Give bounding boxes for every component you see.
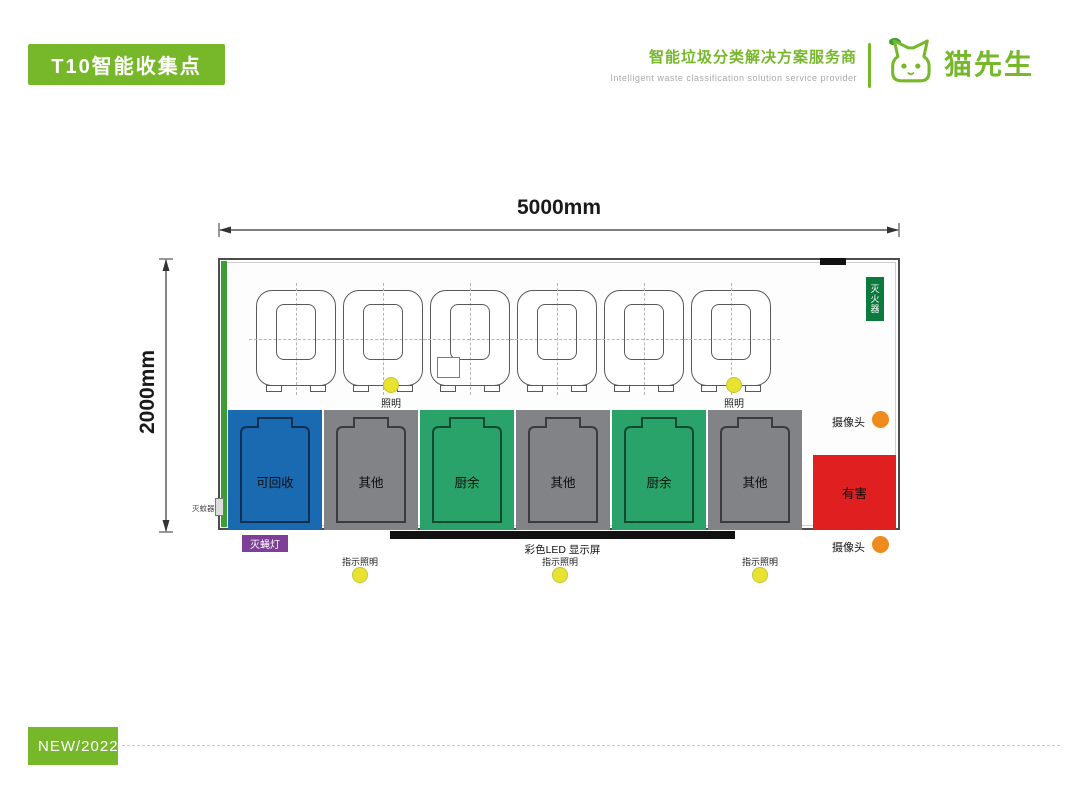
centerline [423, 339, 519, 340]
machine-foot [310, 385, 326, 392]
fly-lamp-label: 灭蝇灯 [242, 535, 288, 552]
indicator-light-label: 指示照明 [541, 557, 578, 567]
machine-foot [658, 385, 674, 392]
bin-other: 其他 [324, 410, 418, 530]
machine-foot [527, 385, 543, 392]
indicator-light-label: 指示照明 [741, 557, 778, 567]
header-tagline: 智能垃圾分类解决方案服务商 Intelligent waste classifi… [540, 46, 857, 83]
brand-logo: 猫先生 [884, 34, 1034, 91]
cat-icon [884, 34, 936, 91]
led-screen-label: 彩色LED 显示屏 [524, 544, 601, 556]
bin-recyclable: 可回收 [228, 410, 322, 530]
lighting-label: 照明 [381, 399, 401, 410]
collection-machine [336, 283, 432, 395]
indicator-light-icon [752, 567, 768, 583]
camera-label: 摄像头 [832, 542, 865, 554]
page-title: T10智能收集点 [28, 44, 225, 85]
camera-icon [872, 536, 889, 553]
machine-foot [266, 385, 282, 392]
machine-foot [701, 385, 717, 392]
machine-foot [484, 385, 500, 392]
bin-other: 其他 [516, 410, 610, 530]
width-dimension-label: 5000mm [516, 196, 602, 219]
machine-foot [440, 385, 456, 392]
machine-lid [450, 304, 490, 360]
bin-label: 可回收 [256, 476, 294, 491]
footer-badge: NEW/2022 [28, 727, 118, 765]
machine-foot [614, 385, 630, 392]
machine-lid [363, 304, 403, 360]
machine-foot [571, 385, 587, 392]
bin-kitchen: 厨余 [612, 410, 706, 530]
wall-device-label: 灭蚊器 [192, 504, 215, 513]
bin-label: 厨余 [646, 476, 672, 491]
bin-other: 其他 [708, 410, 802, 530]
machine-lid [624, 304, 664, 360]
centerline [249, 339, 345, 340]
bin-label: 厨余 [454, 476, 480, 491]
bin-row: 可回收 其他 厨余 其他 厨余 其他 [228, 410, 802, 530]
tagline-en: Intelligent waste classification solutio… [610, 73, 857, 83]
indicator-light-icon [552, 567, 568, 583]
bin-label: 其他 [358, 476, 384, 491]
bin-label: 其他 [742, 476, 768, 491]
collection-machine [684, 283, 780, 395]
lighting-icon [383, 377, 399, 393]
header-divider [868, 43, 871, 88]
centerline [510, 339, 606, 340]
wall-device-icon [215, 498, 224, 516]
bin-label: 其他 [550, 476, 576, 491]
lighting-icon [726, 377, 742, 393]
collection-machine [597, 283, 693, 395]
machine-foot [397, 385, 413, 392]
centerline [684, 339, 780, 340]
collection-machine [510, 283, 606, 395]
machine-foot [353, 385, 369, 392]
machine-lid [276, 304, 316, 360]
fire-extinguisher-label: 灭火器 [866, 277, 884, 321]
machine-foot [745, 385, 761, 392]
machine-lid [537, 304, 577, 360]
centerline [336, 339, 432, 340]
indicator-light-label: 指示照明 [341, 557, 378, 567]
camera-label: 摄像头 [832, 417, 865, 429]
centerline [597, 339, 693, 340]
wall-vent [820, 258, 846, 265]
bin-hazardous: 有害 [813, 455, 896, 530]
lighting-label: 照明 [724, 399, 744, 410]
width-dimension-line [218, 223, 900, 237]
led-screen-bar [390, 531, 735, 539]
entrance-strip [221, 261, 227, 527]
height-dimension-line [159, 258, 173, 533]
control-box [437, 357, 460, 378]
height-dimension-label: 2000mm [136, 349, 159, 435]
footer-divider [122, 745, 1060, 746]
indicator-light-icon [352, 567, 368, 583]
bin-kitchen: 厨余 [420, 410, 514, 530]
machine-lid [711, 304, 751, 360]
collection-machine [249, 283, 345, 395]
camera-icon [872, 411, 889, 428]
tagline-cn: 智能垃圾分类解决方案服务商 [648, 49, 857, 66]
brand-name: 猫先生 [944, 48, 1035, 80]
